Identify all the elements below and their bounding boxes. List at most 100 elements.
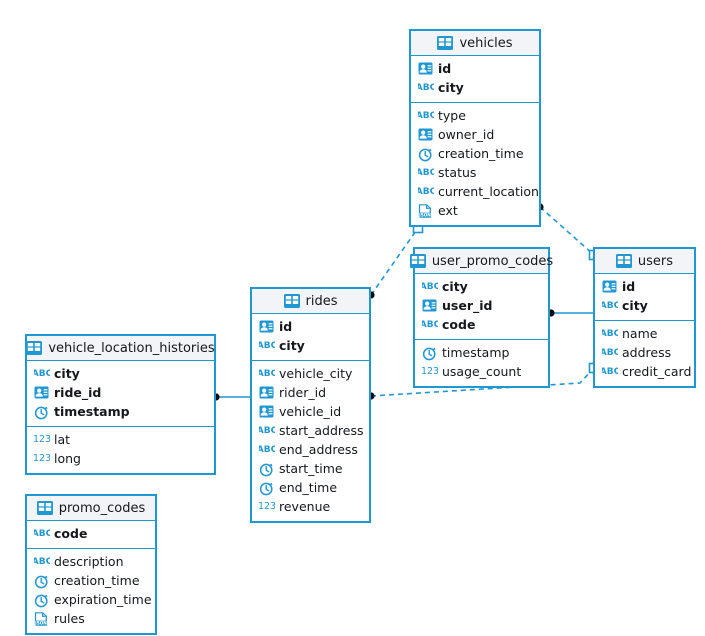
entity-header-vehicle_location_histories[interactable]: vehicle_location_histories <box>26 336 215 361</box>
clock-timestamp-icon <box>259 481 274 496</box>
column-field[interactable]: vehicle_id <box>252 403 369 422</box>
column-field[interactable]: creation_time <box>27 572 155 591</box>
primary-key-field[interactable]: ride_id <box>27 384 214 403</box>
svg-text:ABC: ABC <box>259 369 275 378</box>
field-label: id <box>622 279 636 295</box>
column-field[interactable]: owner_id <box>411 126 539 145</box>
entity-header-user_promo_codes[interactable]: user_promo_codes <box>409 249 553 274</box>
primary-key-field[interactable]: ABC city <box>411 79 539 98</box>
svg-text:ABC: ABC <box>422 320 438 329</box>
svg-text:JSON: JSON <box>418 212 431 217</box>
relationship-vehicle_location_histories-to-rides[interactable] <box>212 393 250 401</box>
abc-string-icon: ABC <box>418 166 434 181</box>
field-label: city <box>54 366 80 382</box>
identity-key-icon <box>34 386 49 401</box>
entity-header-vehicles[interactable]: vehicles <box>411 31 539 56</box>
entity-title: vehicle_location_histories <box>48 340 215 356</box>
column-field[interactable]: timestamp <box>415 344 548 363</box>
abc-string-icon: ABC <box>34 527 50 542</box>
svg-text:ABC: ABC <box>34 557 50 566</box>
entity-title: users <box>637 253 674 269</box>
entity-header-rides[interactable]: rides <box>252 289 369 314</box>
abc-string-icon: ABC <box>422 280 438 295</box>
clock-timestamp-icon <box>34 405 49 420</box>
field-label: city <box>438 80 464 96</box>
field-label: rules <box>54 611 85 627</box>
primary-key-field[interactable]: user_id <box>415 297 548 316</box>
clock-timestamp-icon <box>34 574 49 589</box>
column-field[interactable]: ABC credit_card <box>595 363 694 382</box>
identity-key-icon <box>422 299 437 314</box>
abc-string-icon: ABC <box>602 327 618 342</box>
column-field[interactable]: start_time <box>252 460 369 479</box>
svg-text:ABC: ABC <box>602 348 618 357</box>
clock-timestamp-icon <box>34 593 49 608</box>
entity-header-promo_codes[interactable]: promo_codes <box>27 496 155 521</box>
column-field[interactable]: rider_id <box>252 384 369 403</box>
relationship-user_promo_codes-to-users[interactable] <box>547 309 593 317</box>
clock-timestamp-icon <box>422 346 437 361</box>
field-label: credit_card <box>622 364 692 380</box>
column-field[interactable]: JSON rules <box>27 610 155 629</box>
identity-key-icon <box>418 128 433 143</box>
123-number-icon: 123 <box>259 500 275 515</box>
abc-string-icon: ABC <box>418 109 434 124</box>
json-icon: JSON <box>34 612 49 627</box>
field-label: vehicle_id <box>279 404 342 420</box>
abc-string-icon: ABC <box>418 81 434 96</box>
primary-key-field[interactable]: id <box>595 278 694 297</box>
primary-key-field[interactable]: id <box>411 60 539 79</box>
column-field[interactable]: expiration_time <box>27 591 155 610</box>
svg-text:ABC: ABC <box>418 111 434 120</box>
field-label: timestamp <box>442 345 510 361</box>
svg-text:ABC: ABC <box>602 301 618 310</box>
field-label: timestamp <box>54 404 130 420</box>
entity-header-users[interactable]: users <box>595 249 694 274</box>
primary-key-field[interactable]: timestamp <box>27 403 214 422</box>
entity-title: user_promo_codes <box>431 253 554 269</box>
primary-key-field[interactable]: id <box>252 318 369 337</box>
field-label: description <box>54 554 124 570</box>
column-field[interactable]: creation_time <box>411 145 539 164</box>
svg-text:ABC: ABC <box>422 282 438 291</box>
identity-key-icon <box>259 320 274 335</box>
abc-string-icon: ABC <box>602 365 618 380</box>
column-field[interactable]: JSON ext <box>411 202 539 221</box>
field-label: long <box>54 451 81 467</box>
svg-text:ABC: ABC <box>259 445 275 454</box>
field-label: ext <box>438 203 458 219</box>
column-field[interactable]: ABC description <box>27 553 155 572</box>
column-field[interactable]: end_time <box>252 479 369 498</box>
